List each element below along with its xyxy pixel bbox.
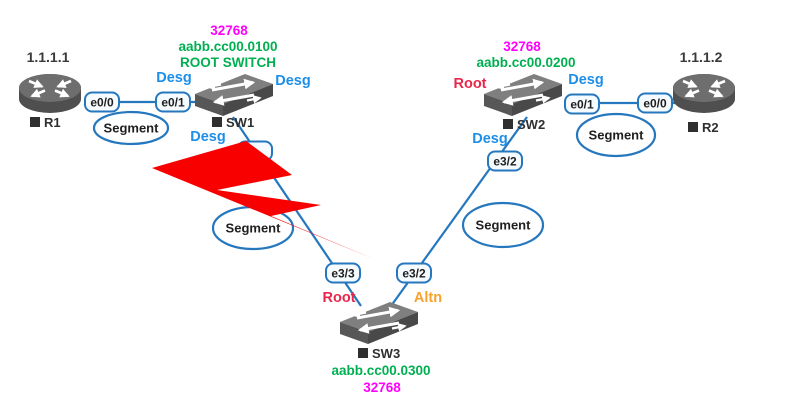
sw3-name: SW3 <box>358 346 400 361</box>
svg-text:SW2: SW2 <box>517 117 545 132</box>
r2-name: R2 <box>688 120 719 135</box>
sw1-mac: aabb.cc00.0100 <box>178 39 277 54</box>
sw1-root-switch-note: ROOT SWITCH <box>180 55 276 70</box>
port-label: e0/1 <box>570 98 594 112</box>
segment-sw2-r2: Segment <box>575 112 657 158</box>
segment-sw2-sw3: Segment <box>461 201 545 249</box>
port-sw3-e3-3: e3/3 <box>325 262 361 284</box>
segment-ellipse <box>92 110 170 146</box>
port-sw2-e0-1: e0/1 <box>564 93 600 115</box>
r2-ip: 1.1.1.2 <box>680 49 723 65</box>
port-label: e0/0 <box>643 97 667 111</box>
port-sw1-e0-1: e0/1 <box>155 91 191 113</box>
segment-label: Segment <box>476 218 532 233</box>
segment-label: Segment <box>226 221 282 236</box>
router-r1-icon[interactable] <box>19 74 81 113</box>
port-label: e3/3 <box>331 267 355 281</box>
sw2-name: SW2 <box>503 117 545 132</box>
port-r1-e0-0: e0/0 <box>84 91 120 113</box>
segment-label: Segment <box>589 128 645 143</box>
port-sw3-e3-2: e3/2 <box>396 262 432 284</box>
r1-ip: 1.1.1.1 <box>27 49 70 65</box>
svg-text:R2: R2 <box>702 120 719 135</box>
stp-role-sw1-down-desg: Desg <box>190 129 225 145</box>
sw1-priority: 32768 <box>210 23 248 38</box>
stp-role-sw3-e3-2-altn: Altn <box>414 290 442 306</box>
router-r2-icon[interactable] <box>673 74 735 113</box>
segment-ellipse <box>575 112 657 158</box>
port-label: e3/2 <box>493 155 517 169</box>
segment-label: Segment <box>104 121 160 136</box>
port-sw2-e3-2: e3/2 <box>487 150 523 172</box>
segment-r1-sw1: Segment <box>92 110 170 146</box>
sw2-mac: aabb.cc00.0200 <box>476 55 575 70</box>
sw3-priority: 32768 <box>363 380 401 395</box>
port-label: e3/2 <box>402 267 426 281</box>
stp-role-sw2-e3-2-desg: Desg <box>472 131 507 147</box>
segment-ellipse <box>461 201 545 249</box>
stp-role-sw1-right-desg: Desg <box>275 73 310 89</box>
svg-text:SW1: SW1 <box>226 115 254 130</box>
stp-role-sw2-left-root: Root <box>453 76 486 92</box>
switch-sw3-icon[interactable] <box>340 302 418 344</box>
switch-sw1-icon[interactable] <box>195 74 273 116</box>
switch-sw2-icon[interactable] <box>484 74 562 116</box>
port-r2-e0-0: e0/0 <box>637 92 673 114</box>
sw1-name: SW1 <box>212 115 254 130</box>
sw2-priority: 32768 <box>503 39 541 54</box>
sw3-mac: aabb.cc00.0300 <box>331 363 430 378</box>
stp-role-sw1-e0-1-desg: Desg <box>156 70 191 86</box>
stp-role-sw3-e3-3-root: Root <box>322 290 355 306</box>
svg-text:SW3: SW3 <box>372 346 400 361</box>
link-failure-bolt-icon <box>152 141 374 259</box>
r1-name: R1 <box>30 115 61 130</box>
stp-role-sw2-e0-1-desg: Desg <box>568 72 603 88</box>
svg-text:R1: R1 <box>44 115 61 130</box>
port-label: e0/1 <box>161 96 185 110</box>
port-label: e0/0 <box>90 96 114 110</box>
